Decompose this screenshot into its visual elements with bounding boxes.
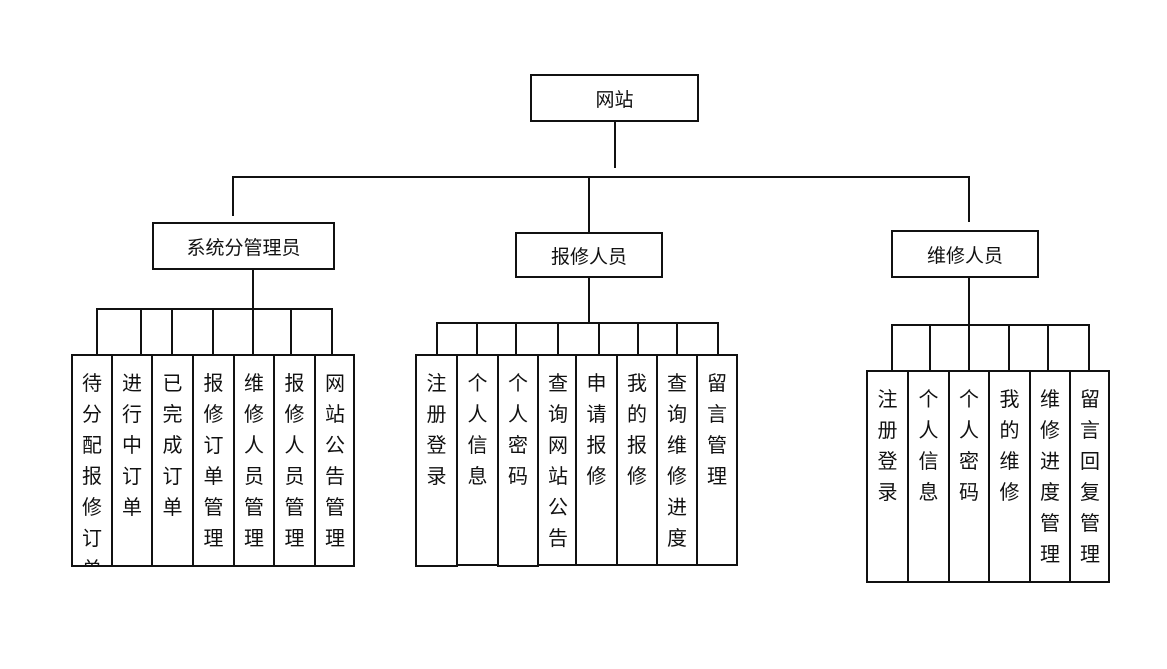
leaf-label: 我的报修 <box>627 371 647 488</box>
connector <box>232 176 970 178</box>
connector <box>588 176 590 232</box>
leaf-node: 个人信息 <box>907 370 950 583</box>
root-label: 网站 <box>595 88 634 111</box>
group-label: 系统分管理员 <box>186 236 301 259</box>
connector <box>252 270 254 310</box>
group-label: 报修人员 <box>550 245 627 268</box>
connector <box>891 324 1090 326</box>
leaf-node: 查询维修进度 <box>656 354 698 566</box>
leaf-node: 留言管理 <box>696 354 738 566</box>
leaf-node: 个人密码 <box>497 354 539 567</box>
connector <box>1047 324 1049 370</box>
leaf-node: 网站公告管理 <box>314 354 355 567</box>
connector <box>637 322 639 354</box>
leaf-label: 已完成订单 <box>162 371 183 519</box>
leaf-node: 我的维修 <box>988 370 1031 583</box>
leaf-label: 查询维修进度 <box>667 371 687 550</box>
group-label: 维修人员 <box>926 244 1003 267</box>
connector <box>968 278 970 326</box>
connector <box>252 308 254 354</box>
connector <box>96 308 98 354</box>
connector <box>140 308 142 354</box>
leaf-label: 报修人员管理 <box>284 371 305 550</box>
leaf-node: 注册登录 <box>866 370 909 583</box>
leaf-label: 申请报修 <box>586 371 607 488</box>
leaf-label: 查询网站公告 <box>548 371 568 550</box>
leaf-label: 留言管理 <box>707 371 727 488</box>
connector <box>676 322 678 354</box>
leaf-label: 注册登录 <box>877 387 898 504</box>
connector <box>614 122 616 168</box>
leaf-node: 我的报修 <box>616 354 658 566</box>
connector <box>968 176 970 222</box>
leaf-node: 个人信息 <box>456 354 499 566</box>
leaf-node: 进行中订单 <box>111 354 153 567</box>
leaf-label: 个人信息 <box>467 371 488 488</box>
leaf-node: 维修人员管理 <box>233 354 275 567</box>
root-node: 网站 <box>530 74 699 122</box>
connector <box>96 308 333 310</box>
connector <box>929 324 931 370</box>
group-node-reporter: 报修人员 <box>515 232 663 278</box>
leaf-node: 报修人员管理 <box>273 354 316 567</box>
leaf-node: 报修订单管理 <box>192 354 235 567</box>
leaf-label: 个人信息 <box>918 387 939 504</box>
connector <box>331 308 333 354</box>
connector <box>891 324 893 370</box>
connector <box>290 308 292 354</box>
group-node-admin: 系统分管理员 <box>152 222 335 270</box>
connector <box>476 322 478 354</box>
leaf-label: 网站公告管理 <box>325 371 345 550</box>
leaf-node: 留言回复管理 <box>1069 370 1110 583</box>
leaf-label: 进行中订单 <box>122 371 142 519</box>
leaf-label: 待分配报修订单 <box>82 371 102 565</box>
connector <box>1008 324 1010 370</box>
leaf-label: 注册登录 <box>426 371 447 488</box>
connector <box>968 324 970 370</box>
connector <box>598 322 600 354</box>
connector <box>171 308 173 354</box>
connector <box>436 322 719 324</box>
leaf-node: 待分配报修订单 <box>71 354 113 567</box>
leaf-label: 留言回复管理 <box>1080 387 1100 566</box>
connector <box>557 322 559 354</box>
leaf-node: 个人密码 <box>948 370 990 583</box>
connector <box>515 322 517 354</box>
leaf-label: 个人密码 <box>959 387 979 504</box>
leaf-node: 查询网站公告 <box>537 354 577 566</box>
connector <box>717 322 719 354</box>
leaf-node: 已完成订单 <box>151 354 194 567</box>
connector <box>436 322 438 354</box>
leaf-node: 申请报修 <box>575 354 618 566</box>
group-node-technician: 维修人员 <box>891 230 1039 278</box>
connector <box>232 176 234 216</box>
leaf-label: 我的维修 <box>999 387 1020 504</box>
leaf-label: 个人密码 <box>508 371 528 488</box>
leaf-node: 注册登录 <box>415 354 458 567</box>
leaf-label: 维修进度管理 <box>1040 387 1060 566</box>
leaf-label: 报修订单管理 <box>203 371 224 550</box>
leaf-label: 维修人员管理 <box>244 371 264 550</box>
connector <box>212 308 214 354</box>
connector <box>1088 324 1090 370</box>
connector <box>588 278 590 324</box>
leaf-node: 维修进度管理 <box>1029 370 1071 583</box>
